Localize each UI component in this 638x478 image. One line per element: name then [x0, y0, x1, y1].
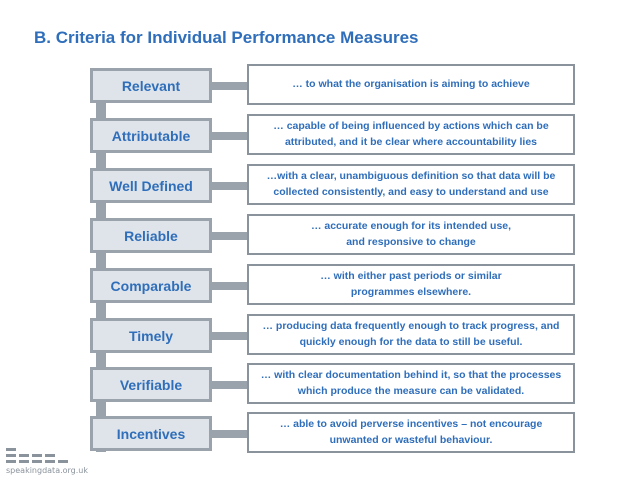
criterion-description-line: … with clear documentation behind it, so…: [260, 369, 562, 382]
page-title: B. Criteria for Individual Performance M…: [34, 28, 419, 47]
logo-text: speakingdata.org.uk: [6, 466, 89, 475]
criterion-connector: [212, 430, 250, 438]
criterion-label-box: Incentives: [90, 416, 212, 451]
criterion-row: Verifiable … with clear documentation be…: [0, 363, 638, 411]
criterion-description-line: programmes elsewhere.: [350, 285, 472, 298]
criterion-description-line: attributed, and it be clear where accoun…: [284, 135, 538, 148]
criterion-description-line: … capable of being influenced by actions…: [273, 120, 549, 133]
criterion-connector: [212, 232, 250, 240]
criterion-description-line: …with a clear, unambiguous definition so…: [266, 170, 556, 183]
criterion-connector: [212, 132, 250, 140]
criterion-row: Reliable … accurate enough for its inten…: [0, 214, 638, 262]
criterion-row: Incentives … able to avoid perverse ince…: [0, 412, 638, 460]
criterion-connector: [212, 282, 250, 290]
criterion-label: Reliable: [93, 221, 209, 250]
criterion-description-line: which produce the measure can be validat…: [297, 384, 525, 397]
criterion-row: Attributable … capable of being influenc…: [0, 114, 638, 162]
criterion-row: Well Defined …with a clear, unambiguous …: [0, 164, 638, 212]
criterion-label-box: Well Defined: [90, 168, 212, 203]
criterion-connector: [212, 182, 250, 190]
criterion-label-box: Verifiable: [90, 367, 212, 402]
criterion-description-line: unwanted or wasteful behaviour.: [329, 433, 493, 446]
criterion-description-line: … with either past periods or similar: [320, 270, 502, 283]
criterion-description-box: … accurate enough for its intended use, a…: [247, 214, 575, 255]
criterion-description-box: … able to avoid perverse incentives – no…: [247, 412, 575, 453]
criterion-label: Comparable: [93, 271, 209, 300]
criterion-label-box: Relevant: [90, 68, 212, 103]
criterion-label: Timely: [93, 321, 209, 350]
criterion-description-line: … able to avoid perverse incentives – no…: [279, 418, 543, 431]
criterion-description-box: … capable of being influenced by actions…: [247, 114, 575, 155]
criterion-label: Attributable: [93, 121, 209, 150]
criterion-label-box: Reliable: [90, 218, 212, 253]
criterion-connector: [212, 381, 250, 389]
criterion-label: Relevant: [93, 71, 209, 100]
bar-chart-logo-icon: [6, 448, 68, 463]
criterion-description-box: …with a clear, unambiguous definition so…: [247, 164, 575, 205]
criterion-row: Comparable … with either past periods or…: [0, 264, 638, 312]
criterion-label: Well Defined: [93, 171, 209, 200]
criterion-description-box: … with clear documentation behind it, so…: [247, 363, 575, 404]
criterion-label: Incentives: [93, 419, 209, 448]
criterion-description-box: … to what the organisation is aiming to …: [247, 64, 575, 105]
criterion-description-box: … producing data frequently enough to tr…: [247, 314, 575, 355]
criterion-label-box: Comparable: [90, 268, 212, 303]
criterion-label-box: Attributable: [90, 118, 212, 153]
criterion-description-line: and responsive to change: [346, 235, 476, 248]
criterion-row: Timely … producing data frequently enoug…: [0, 314, 638, 362]
criterion-description-line: … accurate enough for its intended use,: [310, 220, 512, 233]
criterion-description-box: … with either past periods or similar pro…: [247, 264, 575, 305]
criterion-row: Relevant … to what the organisation is a…: [0, 64, 638, 112]
criterion-connector: [212, 332, 250, 340]
criterion-description-line: … producing data frequently enough to tr…: [262, 320, 560, 333]
criterion-description-line: collected consistently, and easy to unde…: [273, 185, 549, 198]
criterion-description-line: … to what the organisation is aiming to …: [292, 77, 530, 90]
criterion-description-line: quickly enough for the data to still be …: [299, 335, 523, 348]
criterion-label: Verifiable: [93, 370, 209, 399]
criterion-label-box: Timely: [90, 318, 212, 353]
criterion-connector: [212, 82, 250, 90]
